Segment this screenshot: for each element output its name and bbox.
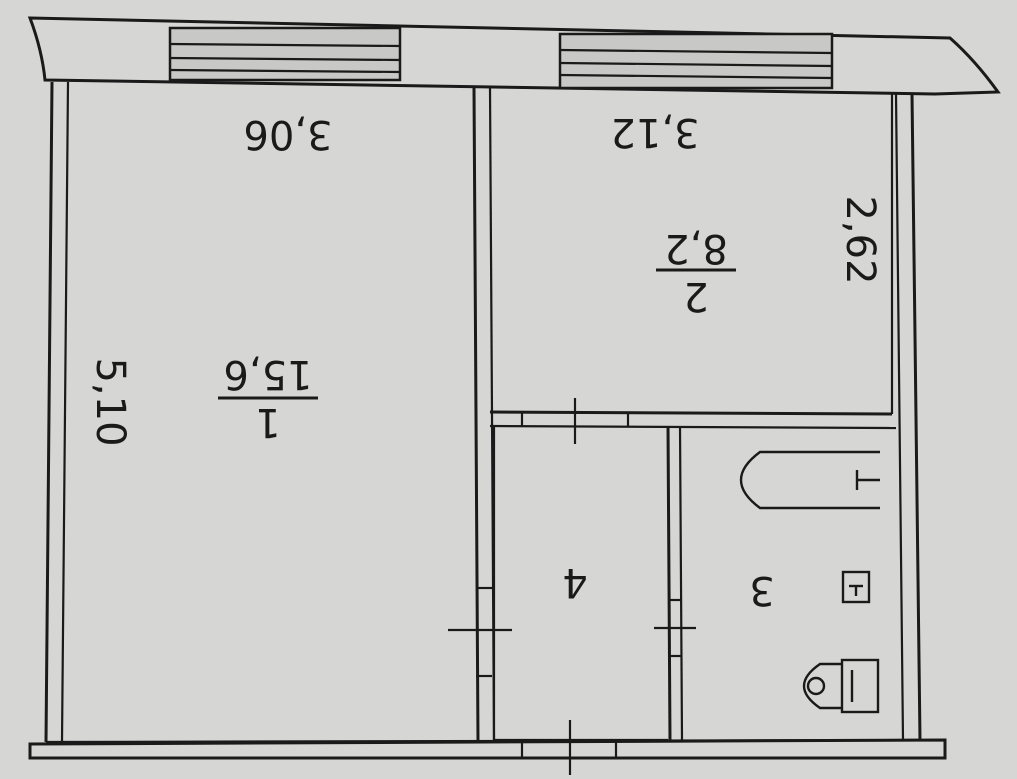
bathtub-icon xyxy=(739,450,880,510)
partition-room4-room3 xyxy=(666,425,684,741)
room2-boundary xyxy=(489,94,897,430)
window-left xyxy=(168,26,402,82)
right-exterior-wall xyxy=(894,93,922,741)
room1-area: 15,6 xyxy=(223,351,312,397)
door-mark-room1 xyxy=(448,586,512,678)
room2-width-label: 3,12 xyxy=(610,109,699,155)
sink-icon xyxy=(841,570,871,604)
partition-wall-vertical xyxy=(472,87,496,743)
room3-number: 3 xyxy=(749,567,774,613)
room1-length-label: 5,10 xyxy=(87,357,133,446)
toilet-icon xyxy=(802,658,880,714)
left-exterior-wall xyxy=(44,81,70,743)
room2-area: 8,2 xyxy=(664,225,728,271)
door-mark-room3 xyxy=(654,598,696,658)
bottom-exterior-wall xyxy=(28,738,947,760)
door-mark-room2 xyxy=(520,398,630,444)
room1-number: 1 xyxy=(255,399,280,445)
room2-number: 2 xyxy=(683,273,708,319)
door-mark-entrance xyxy=(520,720,618,775)
room2-length-label: 2,62 xyxy=(837,195,883,284)
room1-width-label: 3,06 xyxy=(243,111,332,157)
top-exterior-wall xyxy=(27,16,1001,96)
room4-walls xyxy=(492,426,668,742)
room4-number: 4 xyxy=(562,559,587,605)
window-right xyxy=(558,32,834,90)
plan-labels: 3,06 3,12 2,62 5,10 1 15,6 2 8,2 4 3 xyxy=(87,109,883,613)
